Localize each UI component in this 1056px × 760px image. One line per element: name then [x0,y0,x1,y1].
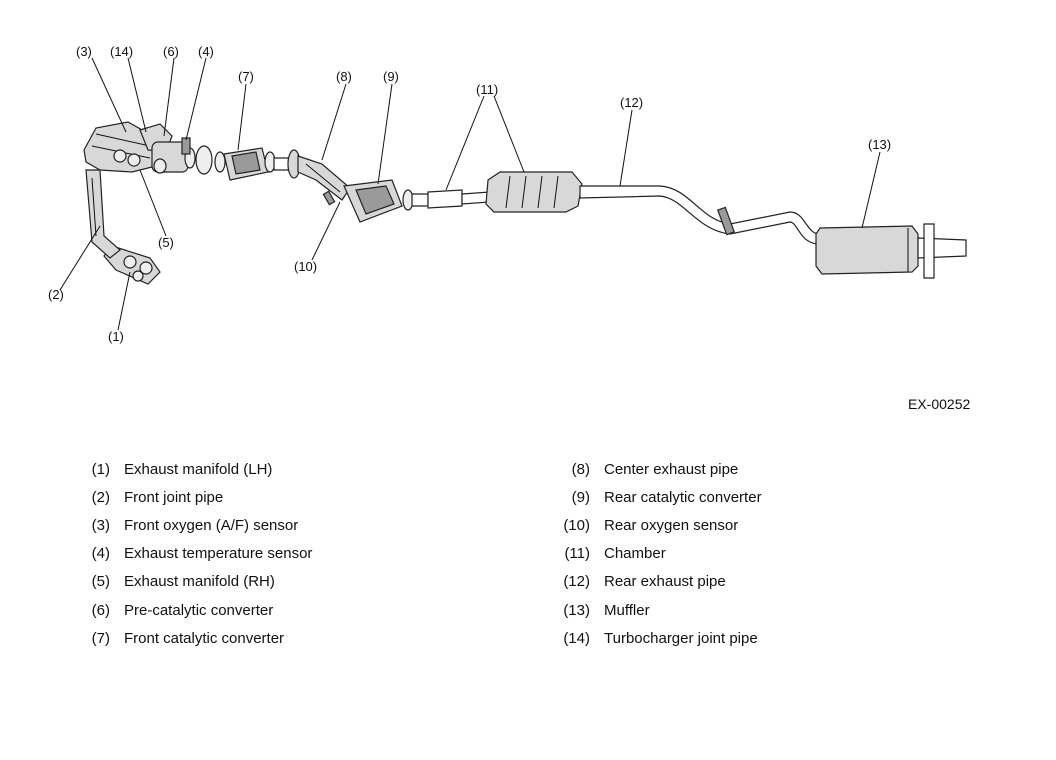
figure-code: EX-00252 [908,396,971,412]
legend-label: Exhaust temperature sensor [124,545,313,563]
front-catalytic-converter [223,147,301,181]
legend-item: (7) Front catalytic converter [76,624,312,652]
legend-label: Front joint pipe [124,488,224,506]
front-joint-pipe [85,169,121,259]
legend-label: Chamber [604,545,666,563]
callout-4: (4) [198,44,214,59]
legend-item: (14) Turbocharger joint pipe [556,624,762,652]
callout-7: (7) [238,69,254,84]
legend-item: (8) Center exhaust pipe [556,455,762,483]
legend-right-column: (8) Center exhaust pipe (9) Rear catalytic … [556,455,762,652]
legend-label: Pre-catalytic converter [124,601,274,619]
callout-2: (2) [48,287,64,302]
legend-item: (11) Chamber [556,540,762,568]
legend-number: (13) [563,601,590,619]
legend-number: (14) [563,629,590,647]
chamber [485,171,583,213]
rear-exhaust-pipe [579,185,823,245]
center-exhaust-pipe [297,155,351,201]
legend-label: Center exhaust pipe [604,460,739,478]
legend-label: Rear exhaust pipe [604,573,726,591]
rear-catalytic-converter [343,179,429,223]
legend-number: (12) [563,573,590,591]
muffler [815,223,967,279]
callout-9: (9) [383,69,399,84]
legend-number: (11) [564,545,590,563]
legend-item: (12) Rear exhaust pipe [556,568,762,596]
legend-item: (6) Pre-catalytic converter [76,596,312,624]
exhaust-system-diagram: (3) (14) (6) (4) (7) (8) (9) (11) (12) (… [48,44,967,344]
mid-pipe [427,189,491,209]
callout-11: (11) [476,82,498,97]
legend-label: Front oxygen (A/F) sensor [124,516,299,534]
callout-13: (13) [868,137,891,152]
callout-14: (14) [110,44,133,59]
legend-number: (9) [571,488,590,506]
callout-12: (12) [620,95,643,110]
exhaust-manifold-rh [83,121,161,173]
legend-number: (8) [571,460,590,478]
legend-item: (10) Rear oxygen sensor [556,511,762,539]
legend-item: (13) Muffler [556,596,762,624]
legend-item: (1) Exhaust manifold (LH) [76,455,312,483]
rear-oxygen-sensor [322,190,336,206]
callout-1: (1) [108,329,124,344]
legend-number: (3) [91,516,110,534]
legend-item: (9) Rear catalytic converter [556,483,762,511]
legend-number: (1) [91,460,110,478]
legend-label: Exhaust manifold (LH) [124,460,273,478]
legend-number: (10) [563,516,590,534]
legend-item: (4) Exhaust temperature sensor [76,540,313,568]
leader-lines [59,57,881,331]
exhaust-manifold-lh [103,245,161,285]
callout-10: (10) [294,259,317,274]
legend-number: (5) [91,573,110,591]
legend-label: Exhaust manifold (RH) [124,573,275,591]
legend-left-column: (1) Exhaust manifold (LH) (2) Front joint p… [76,455,313,652]
legend-label: Rear oxygen sensor [604,516,739,534]
legend-number: (6) [91,601,110,619]
legend-item: (3) Front oxygen (A/F) sensor [76,511,312,539]
legend-label: Front catalytic converter [124,629,285,647]
callout-3: (3) [76,44,92,59]
legend-item: (5) Exhaust manifold (RH) [76,568,312,596]
legend-label: Turbocharger joint pipe [604,629,758,647]
flange [195,145,226,175]
callout-6: (6) [163,44,179,59]
legend-number: (7) [91,629,110,647]
callout-5: (5) [158,235,174,250]
legend-label: Rear catalytic converter [604,488,762,506]
legend-label: Muffler [604,601,650,619]
legend-number: (4) [91,545,110,563]
legend-number: (2) [91,488,110,506]
legend-item: (2) Front joint pipe [76,483,312,511]
callout-8: (8) [336,69,352,84]
exhaust-temperature-sensor [181,137,191,155]
pre-catalytic-converter [151,141,196,174]
